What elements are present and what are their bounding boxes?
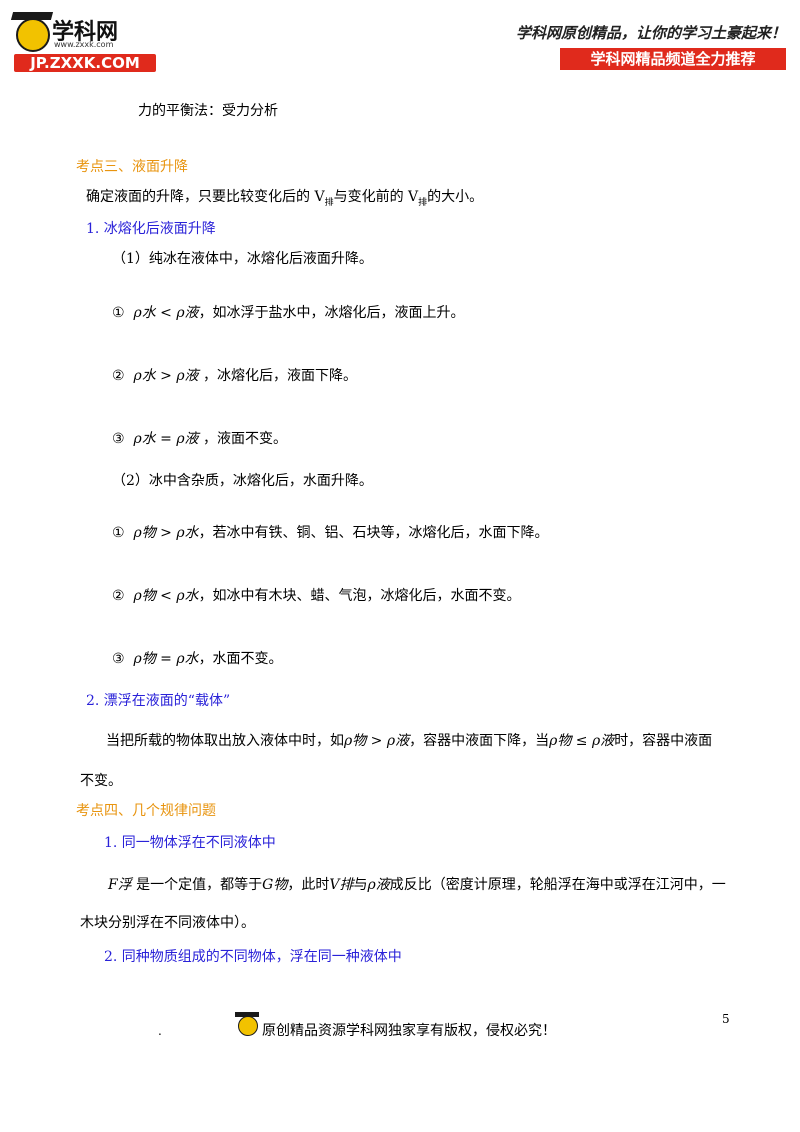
force-method-line: 力的平衡法：受力分析 xyxy=(138,103,278,119)
formula: F浮 xyxy=(108,877,132,893)
formula: ρ水 < ρ液 xyxy=(133,305,199,321)
case1-line1: ① ρ水 < ρ液，如冰浮于盐水中，冰熔化后，液面上升。 xyxy=(112,305,465,321)
section3-intro: 确定液面的升降，只要比较变化后的 V排与变化前的 V排的大小。 xyxy=(86,189,484,208)
section4-title: 考点四、几个规律问题 xyxy=(76,803,216,819)
header-slogan: 学科网原创精品，让你的学习土豪起来！ xyxy=(516,24,787,42)
s4-item1-text: F浮 是一个定值，都等于G物，此时V排与ρ液成反比（密度计原理，轮船浮在海中或浮… xyxy=(108,877,726,893)
formula: ρ物 = ρ水 xyxy=(133,651,199,667)
formula: ρ水 = ρ液 xyxy=(133,431,199,447)
footer-copyright: 原创精品资源学科网独家享有版权，侵权必究！ xyxy=(262,1023,556,1039)
s4-item2-title: 2. 同种物质组成的不同物体，浮在同一种液体中 xyxy=(104,949,402,965)
section3-title: 考点三、液面升降 xyxy=(76,159,188,175)
item1-case1: （1）纯冰在液体中，冰熔化后液面升降。 xyxy=(112,251,373,267)
footer-mascot-icon xyxy=(238,1016,258,1036)
formula: V排 xyxy=(329,877,354,893)
formula: ρ物 ≤ ρ液 xyxy=(549,733,615,749)
s4-item1-title: 1. 同一物体浮在不同液体中 xyxy=(104,835,276,851)
case2-line1: ① ρ物 > ρ水，若冰中有铁、铜、铝、石块等，冰熔化后，水面下降。 xyxy=(112,525,549,541)
logo-url: www.zxxk.com xyxy=(54,40,114,49)
footer-hat-icon xyxy=(235,1012,259,1017)
formula: G物 xyxy=(262,877,288,893)
item1-title: 1. 冰熔化后液面升降 xyxy=(86,221,216,237)
logo-mascot-icon xyxy=(16,18,50,52)
formula: ρ水 > ρ液 xyxy=(133,368,199,384)
s4-item1-text-cont: 木块分别浮在不同液体中）。 xyxy=(80,915,255,931)
logo-name: 学科网 xyxy=(52,20,119,45)
item2-text-cont: 不变。 xyxy=(80,773,122,789)
logo-domain: JP.ZXXK.COM xyxy=(14,54,156,72)
item2-title: 2. 漂浮在液面的“载体” xyxy=(86,693,231,709)
case2-line2: ② ρ物 < ρ水，如冰中有木块、蜡、气泡，冰熔化后，水面不变。 xyxy=(112,588,521,604)
case1-line3: ③ ρ水 = ρ液 ，液面不变。 xyxy=(112,431,288,447)
formula: ρ物 > ρ水 xyxy=(133,525,199,541)
item2-text: 当把所载的物体取出放入液体中时，如ρ物 > ρ液，容器中液面下降，当ρ物 ≤ ρ… xyxy=(106,733,713,749)
page-number: 5 xyxy=(722,1012,730,1026)
item1-case2: （2）冰中含杂质，冰熔化后，水面升降。 xyxy=(112,473,373,489)
footer-dot: . xyxy=(158,1024,162,1038)
formula: ρ物 < ρ水 xyxy=(133,588,199,604)
formula: ρ物 > ρ液 xyxy=(344,733,410,749)
case1-line2: ② ρ水 > ρ液 ，冰熔化后，液面下降。 xyxy=(112,368,358,384)
header-banner: 学科网精品频道全力推荐 xyxy=(560,48,786,70)
case2-line3: ③ ρ物 = ρ水，水面不变。 xyxy=(112,651,283,667)
formula: ρ液 xyxy=(367,877,390,893)
